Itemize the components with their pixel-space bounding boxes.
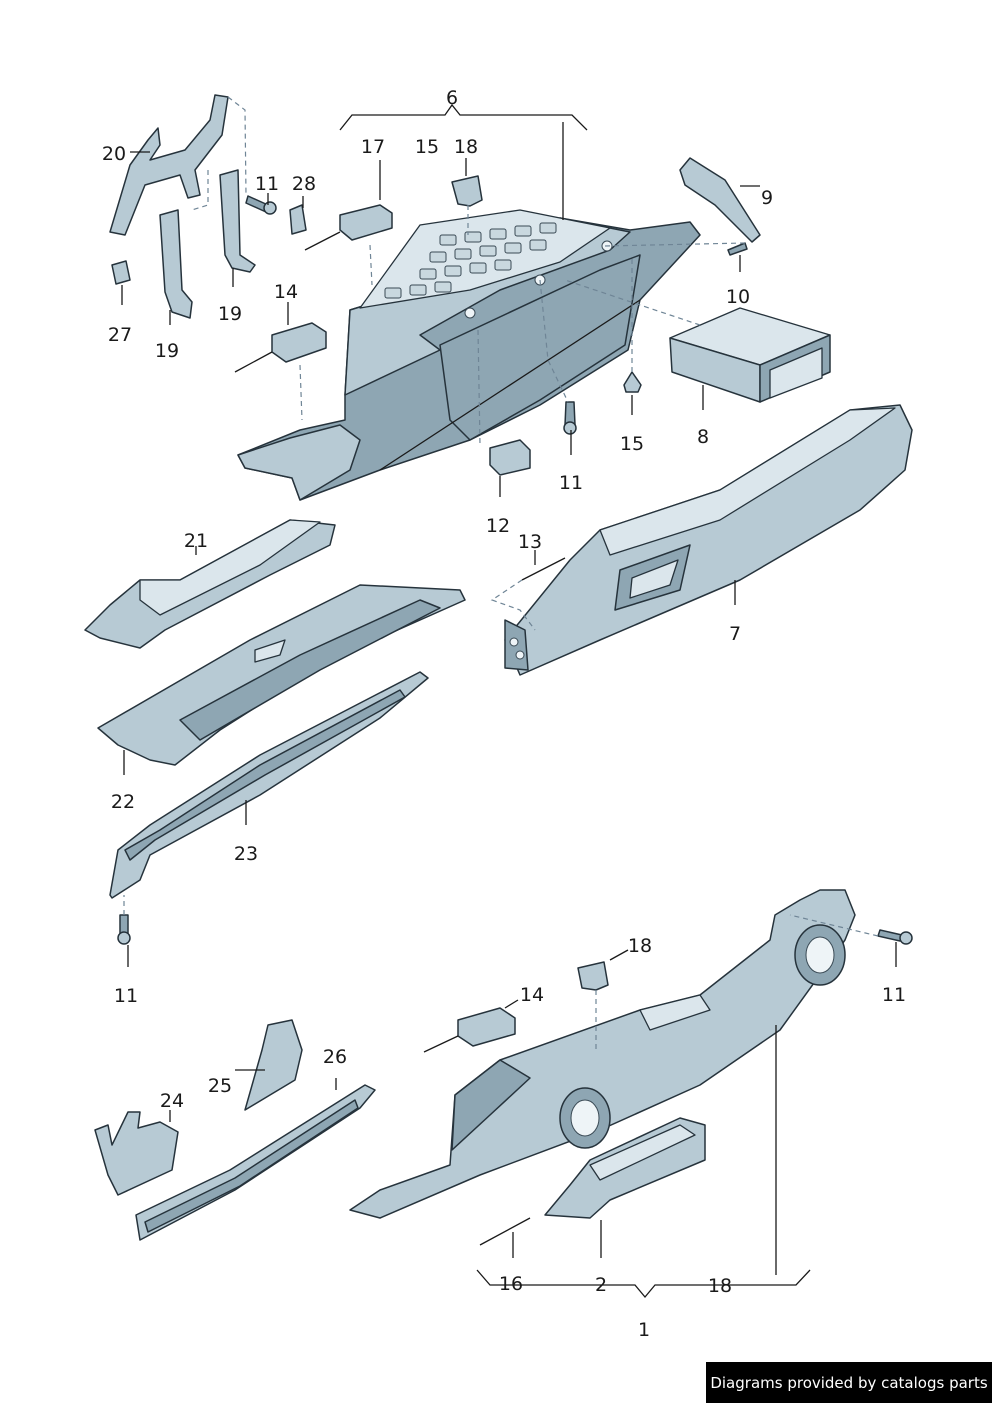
- label-23: 23: [234, 843, 258, 865]
- label-13: 13: [518, 531, 542, 553]
- module-17: [304, 204, 393, 251]
- leader-lines: [121, 103, 897, 1299]
- bracket-23: [109, 671, 429, 899]
- label-14-top: 14: [274, 281, 298, 303]
- label-25: 25: [208, 1075, 232, 1097]
- label-9: 9: [761, 187, 773, 209]
- label-18-bottom: 18: [708, 1275, 732, 1297]
- bolt-11-top: [245, 195, 277, 215]
- pin-16: [479, 1217, 531, 1246]
- label-1: 1: [638, 1319, 650, 1341]
- clip-28: [289, 204, 307, 235]
- label-11-top: 11: [255, 173, 279, 195]
- cap-15: [623, 371, 642, 393]
- label-22: 22: [111, 791, 135, 813]
- switch-9: [679, 157, 761, 243]
- clip-18-top: [451, 175, 483, 207]
- label-24: 24: [160, 1090, 184, 1112]
- part-labels: 6 17 15 18 20 11 28 9 14 10 19 27 19 8 1…: [102, 87, 906, 1341]
- module-14-bottom: [423, 1007, 516, 1053]
- clip-18-bottom: [577, 961, 609, 991]
- label-8: 8: [697, 426, 709, 448]
- label-6: 6: [446, 87, 458, 109]
- label-17: 17: [361, 136, 385, 158]
- label-27: 27: [108, 324, 132, 346]
- label-11-left: 11: [114, 985, 138, 1007]
- bolt-11-mid: [563, 401, 577, 435]
- glove-box-lid: [504, 404, 913, 676]
- cover-25: [244, 1019, 303, 1111]
- screw-10: [727, 242, 748, 256]
- label-7: 7: [729, 623, 741, 645]
- handle-2: [544, 1117, 706, 1219]
- strip-26: [135, 1084, 376, 1241]
- panel-22: [97, 584, 466, 766]
- bracket-19-left: [159, 209, 193, 319]
- pin-13: [521, 557, 566, 581]
- label-26: 26: [323, 1046, 347, 1068]
- assembly-lines: [123, 96, 879, 1050]
- label-15-mid: 15: [620, 433, 644, 455]
- label-19-left: 19: [155, 340, 179, 362]
- glove-box-housing: [237, 209, 701, 501]
- label-19-right: 19: [218, 303, 242, 325]
- label-18-mid: 18: [628, 935, 652, 957]
- label-21: 21: [184, 530, 208, 552]
- bracket-20: [109, 94, 229, 236]
- credit-banner: Diagrams provided by catalogs parts: [706, 1362, 992, 1403]
- bolt-11-right: [877, 929, 913, 945]
- module-14-top: [234, 322, 327, 373]
- label-11-right: 11: [882, 984, 906, 1006]
- credit-text: Diagrams provided by catalogs parts: [710, 1373, 988, 1392]
- label-20: 20: [102, 143, 126, 165]
- label-10: 10: [726, 286, 750, 308]
- bolt-11-left: [117, 914, 131, 945]
- bracket-24: [94, 1111, 179, 1196]
- label-11-mid: 11: [559, 472, 583, 494]
- glove-box-assembly-1: [349, 889, 856, 1219]
- label-28: 28: [292, 173, 316, 195]
- label-14-bottom: 14: [520, 984, 544, 1006]
- label-2: 2: [595, 1274, 607, 1296]
- cover-21: [84, 519, 336, 649]
- label-15-top: 15: [415, 136, 439, 158]
- bracket-19-right: [219, 169, 256, 273]
- clip-12: [489, 439, 531, 476]
- label-16: 16: [499, 1273, 523, 1295]
- clip-27: [111, 260, 131, 285]
- storage-tray: [669, 307, 831, 403]
- label-18-top: 18: [454, 136, 478, 158]
- label-12: 12: [486, 515, 510, 537]
